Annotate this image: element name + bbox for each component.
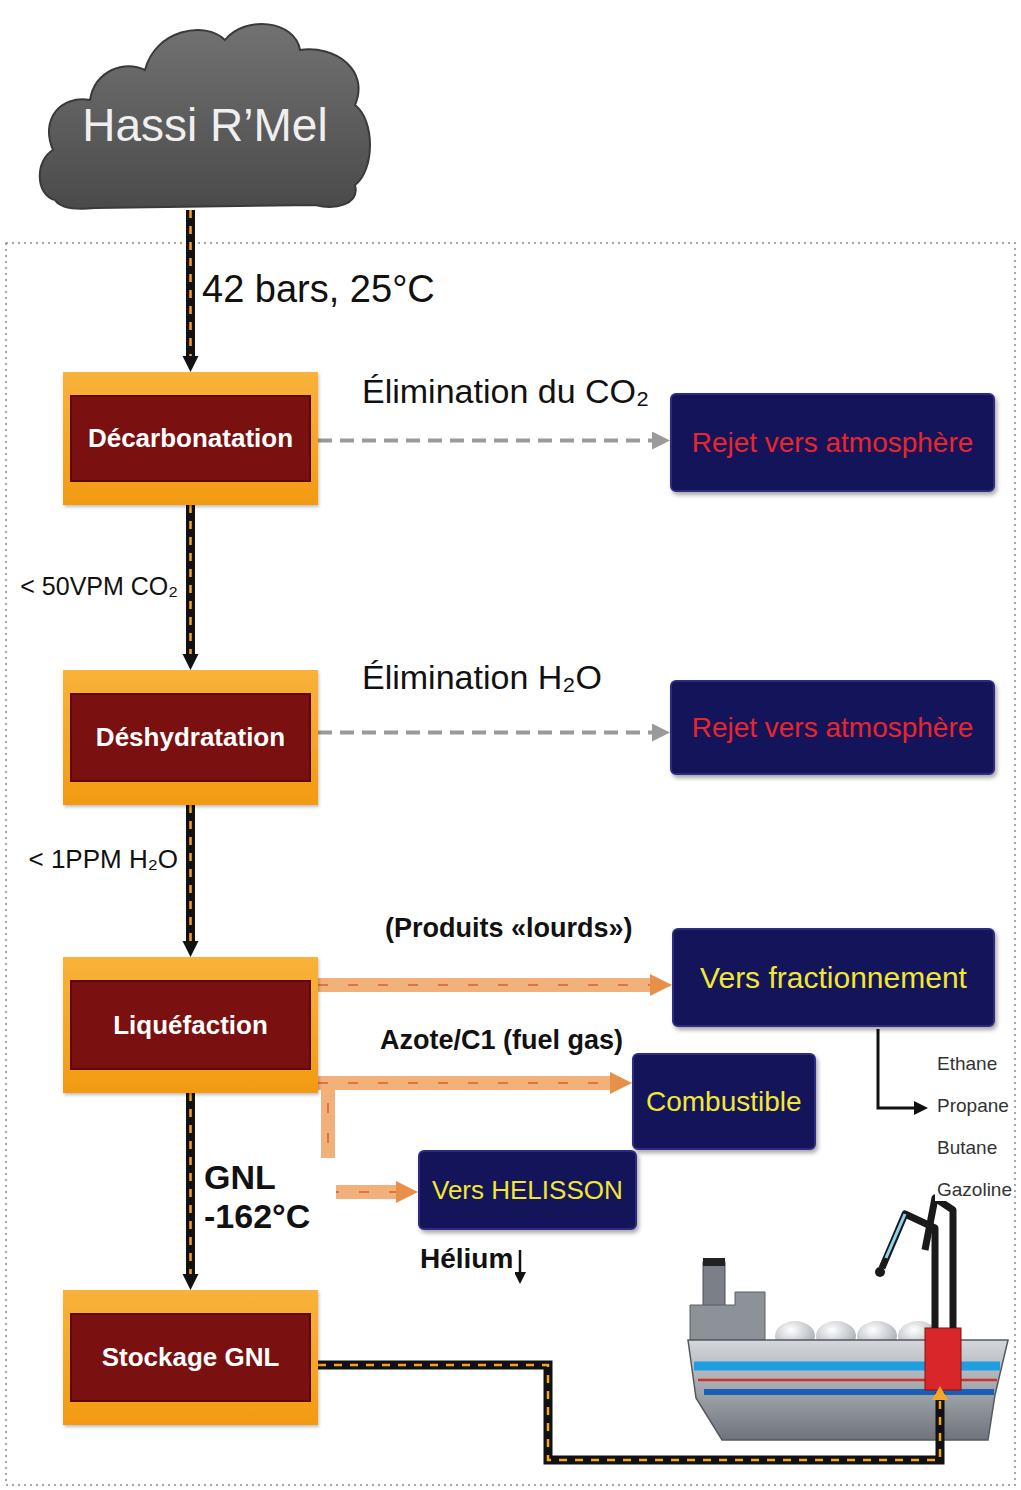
flow-label: < 50VPM CO₂ xyxy=(18,572,180,601)
flow-connector xyxy=(318,1083,610,1084)
flow-label: Élimination H₂O xyxy=(360,658,604,697)
flow-connector xyxy=(190,210,191,356)
output-box: Vers HELISSON xyxy=(418,1150,637,1230)
product-label: Butane xyxy=(935,1137,999,1159)
process-box: Liquéfaction xyxy=(63,957,318,1093)
product-label: Gazoline xyxy=(935,1179,1014,1201)
helium-arrow xyxy=(514,1250,526,1284)
node-text: Stockage GNL xyxy=(70,1313,311,1402)
output-box: Rejet vers atmosphère xyxy=(670,393,995,492)
process-box: Déshydratation xyxy=(63,670,318,805)
node-text: Hassi R’Mel xyxy=(82,98,327,152)
flow-label: 42 bars, 25°C xyxy=(200,268,437,312)
node-text: Rejet vers atmosphère xyxy=(692,712,974,744)
node-text: Combustible xyxy=(646,1086,802,1118)
flow-connector xyxy=(190,505,191,654)
fractionation-arrow xyxy=(878,1029,928,1115)
plant-boundary xyxy=(6,243,1015,1485)
product-label: Propane xyxy=(935,1095,1011,1117)
node-text: Vers fractionnement xyxy=(700,961,967,995)
node-text: Décarbonatation xyxy=(70,395,311,482)
flow-label: < 1PPM H₂O xyxy=(26,845,180,875)
node-text: Rejet vers atmosphère xyxy=(692,427,974,459)
output-label: Hélium xyxy=(418,1243,515,1275)
node-text: Vers HELISSON xyxy=(432,1175,623,1206)
lng-tanker xyxy=(688,1198,1008,1440)
flow-connector xyxy=(318,440,652,441)
flow-label: Élimination du CO₂ xyxy=(360,372,651,411)
node-text: Déshydratation xyxy=(70,693,311,782)
output-box: Combustible xyxy=(632,1053,816,1150)
product-label: Ethane xyxy=(935,1053,999,1075)
flow-label: Azote/C1 (fuel gas) xyxy=(378,1025,625,1056)
node-text: Liquéfaction xyxy=(70,980,311,1070)
output-box: Vers fractionnement xyxy=(672,928,995,1027)
flow-label: GNL -162°C xyxy=(202,1158,336,1236)
process-box: Stockage GNL xyxy=(63,1290,318,1425)
flow-connector xyxy=(190,805,191,941)
flow-connector xyxy=(318,985,650,986)
flow-connector xyxy=(318,732,652,733)
flow-connector xyxy=(190,1093,191,1274)
output-box: Rejet vers atmosphère xyxy=(670,680,995,775)
source-cloud: Hassi R’Mel xyxy=(35,10,375,210)
flow-label: (Produits «lourds») xyxy=(383,913,635,944)
process-box: Décarbonatation xyxy=(63,372,318,505)
loading-line xyxy=(318,1365,948,1460)
